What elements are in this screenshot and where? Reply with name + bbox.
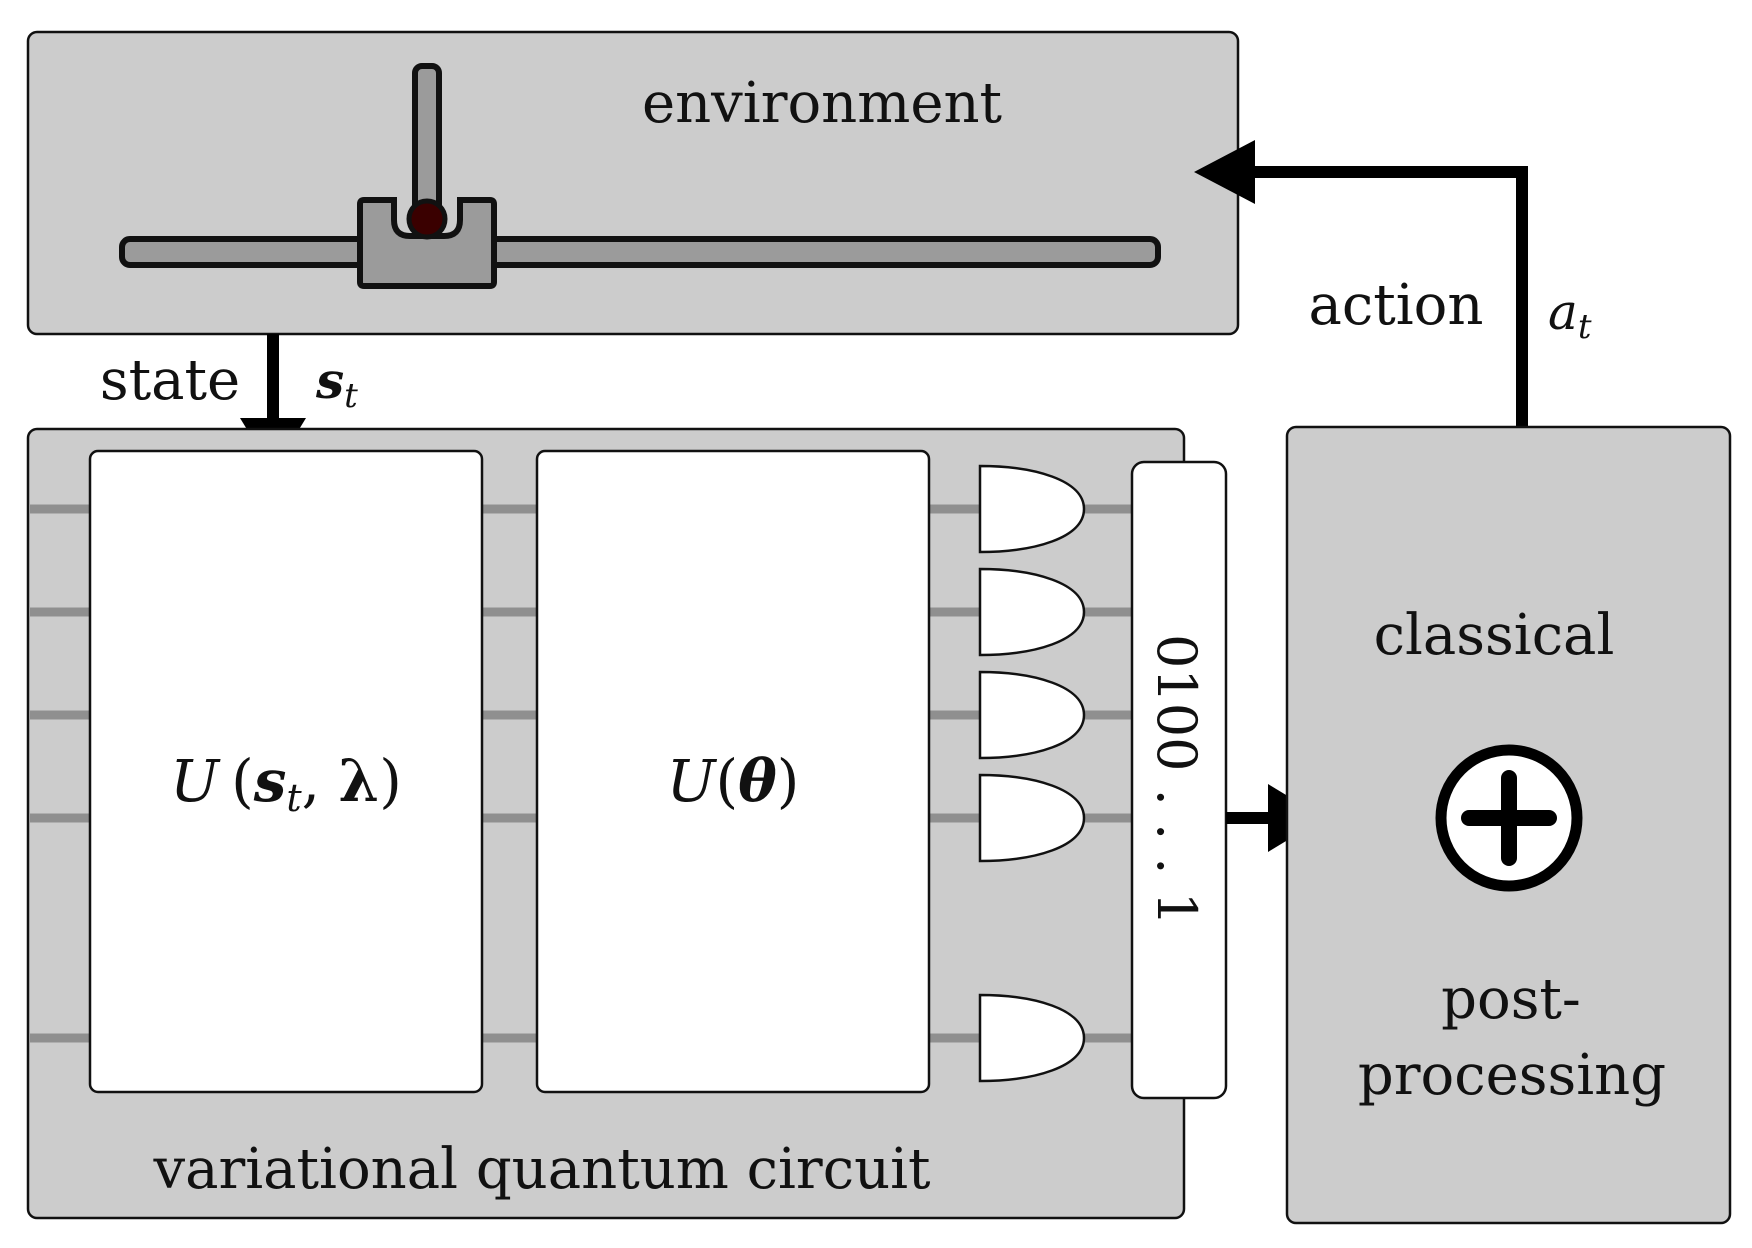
cart-track: [119, 236, 1161, 268]
postprocessing-panel: classical post- processing: [1285, 425, 1732, 1225]
environment-title: environment: [642, 71, 1003, 136]
variational-gate: U(θ): [535, 449, 931, 1094]
measurement-meter-icon: [978, 464, 1086, 554]
environment-panel: environment: [26, 30, 1240, 336]
measurement-meter-icon: [978, 567, 1086, 657]
action-symbol: at: [1548, 283, 1592, 347]
measurement-register: 0100 . . . 1: [1130, 460, 1228, 1100]
state-label: state: [100, 348, 240, 413]
variational-gate-label: U(θ): [667, 747, 800, 815]
cart: [357, 197, 497, 289]
postprocessing-label-classical: classical: [1374, 603, 1615, 668]
pole-pivot: [406, 198, 448, 240]
postprocessing-label-post: post-: [1441, 967, 1581, 1032]
postprocessing-label-processing: processing: [1358, 1043, 1666, 1108]
measurement-meter-icon: [978, 773, 1086, 863]
measurement-meters: [978, 464, 1086, 1083]
circuit-panel: U(st, λ) U(θ) 0100 . . . 1 variational q…: [26, 427, 1228, 1220]
action-arrow: [1194, 140, 1528, 428]
circuit-title: variational quantum circuit: [152, 1137, 931, 1202]
encoding-gate-label: U(st, λ): [170, 747, 402, 820]
measurement-meter-icon: [978, 993, 1086, 1083]
encoding-gate: U(st, λ): [88, 449, 484, 1094]
circled-plus-icon: [1435, 744, 1583, 892]
measurement-meter-icon: [978, 670, 1086, 760]
state-symbol: st: [315, 351, 358, 416]
action-label: action: [1309, 273, 1484, 338]
cartpole-icon: [119, 63, 1161, 289]
measurement-readout: 0100 . . . 1: [1145, 634, 1208, 926]
